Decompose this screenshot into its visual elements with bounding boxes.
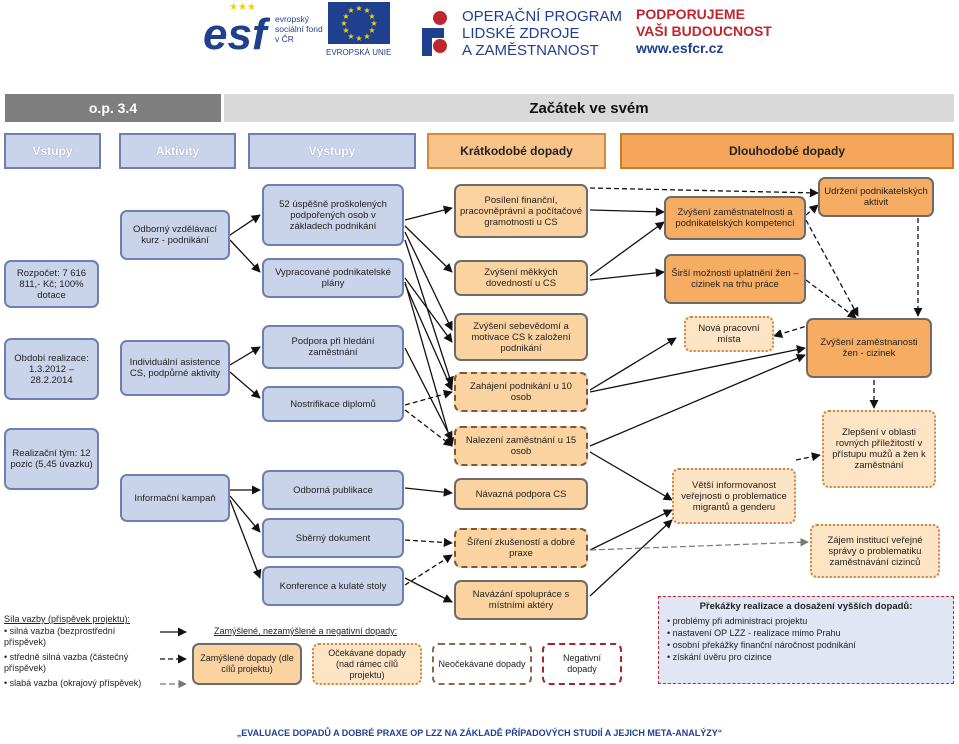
barrier-item: • problémy při administraci projektu	[667, 616, 808, 626]
barrier-item: • nastavení OP LZZ - realizace mimo Prah…	[667, 628, 841, 638]
svg-text:★: ★	[340, 19, 347, 28]
banner-left: o.p. 3.4	[5, 94, 221, 122]
mid-employability: Zvýšení zaměstnatelnosti a podnikatelský…	[664, 196, 806, 240]
output-trained: 52 úspěšně proškolených podpořených osob…	[262, 184, 404, 246]
barrier-item: • osobní překážky finanční náročnost pod…	[667, 640, 856, 650]
banner-right: Začátek ve svém	[224, 94, 954, 122]
svg-text:★: ★	[368, 26, 375, 35]
esf-logo: esf ★★★ evropský sociální fond v ČR	[203, 2, 323, 60]
esf-subtitle: evropský sociální fond v ČR	[275, 14, 323, 44]
short-employment: Nalezení zaměstnání u 15 osob	[454, 426, 588, 466]
legend-negative: Negativní dopady	[542, 643, 622, 685]
support-logo: PODPORUJEME VAŠI BUDOUCNOST www.esfcr.cz	[636, 6, 776, 60]
long-sustain: Udržení podnikatelských aktivit	[818, 177, 934, 217]
esf-stars-icon: ★★★	[229, 2, 256, 13]
output-conference: Konference a kulaté stoly	[262, 566, 404, 606]
legend-title: Síla vazby (příspěvek projektu):	[4, 614, 131, 624]
long-institutions: Zájem institucí veřejné správy o problem…	[810, 524, 940, 578]
op-logo: OPERAČNÍ PROGRAM LIDSKÉ ZDROJE A ZAMĚSTN…	[414, 4, 634, 60]
short-sharing: Šíření zkušeností a dobré praxe	[454, 528, 588, 568]
legend-expected: Očekávané dopady (nad rámec cílů projekt…	[312, 643, 422, 685]
short-soft-skills: Zvýšení měkkých dovedností u CS	[454, 260, 588, 296]
output-nostrification: Nostrifikace diplomů	[262, 386, 404, 422]
short-literacy: Posílení finanční, pracovněprávní a počí…	[454, 184, 588, 238]
output-business-plans: Vypracované podnikatelské plány	[262, 258, 404, 298]
banner-left-label: o.p. 3.4	[88, 100, 138, 116]
banner-right-label: Začátek ve svém	[529, 99, 649, 117]
mid-awareness: Větší informovanost veřejnosti o problem…	[672, 468, 796, 524]
svg-text:★: ★	[347, 32, 354, 41]
eu-flag-icon: ★★★★★★ ★★★★★★	[328, 2, 390, 44]
activity-campaign: Informační kampaň	[120, 474, 230, 522]
svg-text:★: ★	[363, 32, 370, 41]
legend-unexpected: Neočekávané dopady	[432, 643, 532, 685]
mid-new-jobs: Nová pracovní místa	[684, 316, 774, 352]
barriers-panel: Překážky realizace a dosažení vyšších do…	[658, 596, 954, 684]
svg-text:★: ★	[363, 6, 370, 15]
barrier-item: • získání úvěru pro cizince	[667, 652, 772, 662]
barriers-title: Překážky realizace a dosažení vyšších do…	[699, 601, 913, 612]
column-activities: Aktivity	[119, 133, 236, 169]
input-budget: Rozpočet: 7 616 811,- Kč; 100% dotace	[4, 260, 99, 308]
support-line1: PODPORUJEME	[636, 6, 745, 22]
op-line1: OPERAČNÍ PROGRAM	[462, 8, 623, 25]
svg-text:★: ★	[355, 34, 362, 43]
svg-text:★: ★	[342, 26, 349, 35]
support-url: www.esfcr.cz	[636, 40, 724, 56]
legend-impacts-title: Zamýšlené, nezamýšlené a negativní dopad…	[214, 626, 398, 636]
svg-text:★: ★	[342, 12, 349, 21]
column-long-term: Dlouhodobé dopady	[620, 133, 954, 169]
svg-text:★: ★	[370, 19, 377, 28]
svg-text:★: ★	[368, 12, 375, 21]
long-employment: Zvýšení zaměstnanosti žen - cizinek	[806, 318, 932, 378]
input-team: Realizační tým: 12 pozic (5,45 úvazku)	[4, 428, 99, 490]
short-confidence: Zvýšení sebevědomí a motivace CS k založ…	[454, 313, 588, 361]
svg-text:★: ★	[355, 4, 362, 13]
op-line3: A ZAMĚSTNANOST	[462, 42, 599, 59]
esf-wordmark: esf	[203, 10, 267, 59]
op-line2: LIDSKÉ ZDROJE	[462, 25, 580, 42]
legend-intended: Zamýšlené dopady (dle cílů projektu)	[192, 643, 302, 685]
short-cooperation: Navázání spolupráce s místními aktéry	[454, 580, 588, 620]
legend-weak: • slabá vazba (okrajový příspěvek)	[4, 678, 142, 688]
activity-assistance: Individuální asistence CS, podpůrné akti…	[120, 340, 230, 396]
legend-strong: • silná vazba (bezprostřední příspěvek)	[4, 626, 116, 647]
eu-label: EVROPSKÁ UNIE	[326, 48, 392, 57]
output-publication: Odborná publikace	[262, 470, 404, 510]
svg-text:★: ★	[347, 6, 354, 15]
legend-medium: • středně silná vazba (částečný příspěve…	[4, 652, 129, 673]
eu-logo: ★★★★★★ ★★★★★★ EVROPSKÁ UNIE	[326, 2, 394, 60]
op-figure-icon	[416, 8, 452, 58]
footer: „EVALUACE DOPADŮ A DOBRÉ PRAXE OP LZZ NA…	[236, 728, 723, 738]
column-outputs: Výstupy	[248, 133, 416, 169]
input-period: Období realizace: 1.3.2012 – 28.2.2014	[4, 338, 99, 400]
support-line2: VAŠI BUDOUCNOST	[636, 23, 772, 39]
long-equality: Zlepšení v oblasti rovných příležitostí …	[822, 410, 936, 488]
output-document: Sběrný dokument	[262, 518, 404, 558]
activity-course: Odborný vzdělávací kurz - podnikání	[120, 210, 230, 260]
short-follow-up: Návazná podpora CS	[454, 478, 588, 510]
column-inputs: Vstupy	[4, 133, 101, 169]
column-short-term: Krátkodobé dopady	[427, 133, 606, 169]
mid-opportunities: Širší možnosti uplatnění žen – cizinek n…	[664, 254, 806, 304]
output-job-search: Podpora při hledání zaměstnání	[262, 325, 404, 369]
short-business-start: Zahájení podnikání u 10 osob	[454, 372, 588, 412]
